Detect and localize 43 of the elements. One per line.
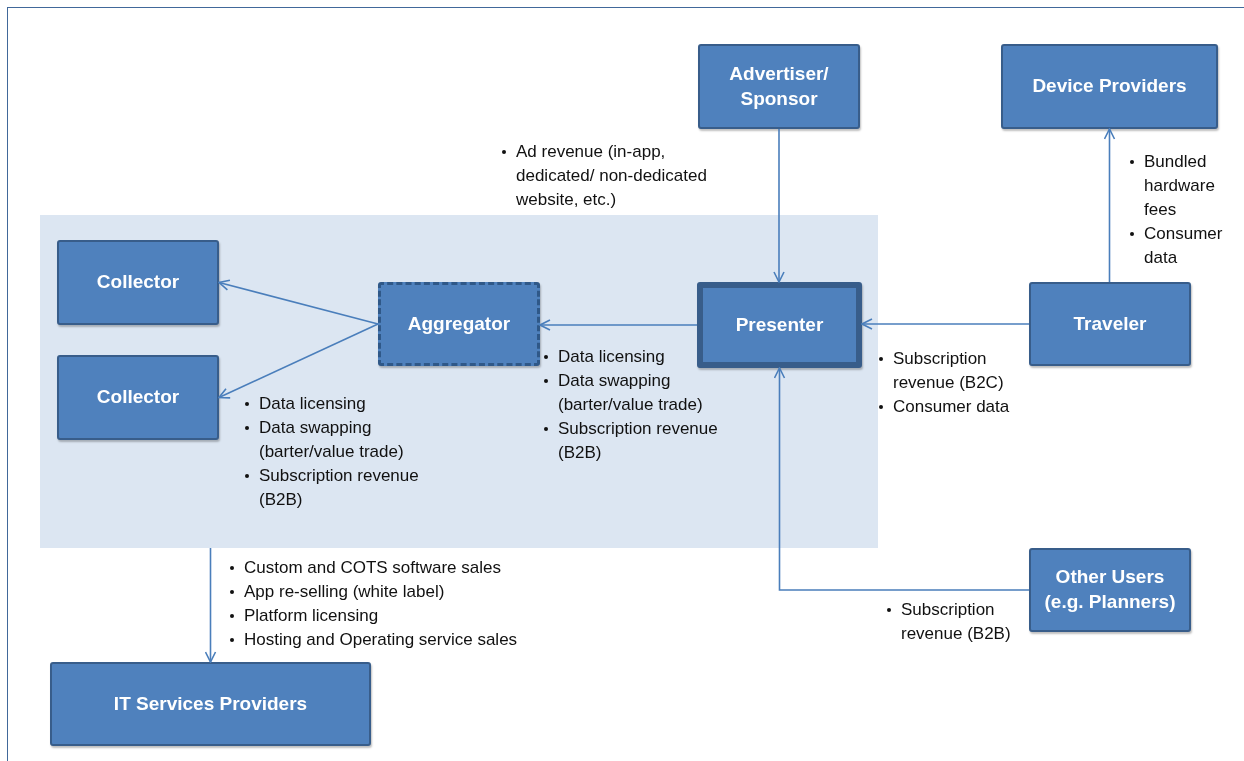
arrow (861, 318, 1030, 330)
bullet-text: Hosting and Operating service sales (244, 629, 519, 651)
bullet-text: Subscription revenue (B2C) (893, 348, 1005, 394)
process-box (697, 282, 862, 368)
node-label: Traveler (1073, 311, 1147, 336)
arrow (218, 279, 379, 325)
node-label: Aggregator (407, 311, 511, 336)
node-label: Presenter (735, 312, 824, 337)
process-box (57, 355, 219, 440)
node-label: IT Services Providers (113, 691, 308, 716)
bullet-text: Data swapping (barter/value trade) (259, 417, 405, 463)
group-region (40, 215, 878, 548)
bullet-text: Bundled hardware fees (1144, 151, 1216, 221)
arrow (773, 367, 1030, 591)
arrow (773, 128, 785, 283)
bullet-text: Custom and COTS software sales (244, 557, 502, 579)
bullet-text: Platform licensing (244, 605, 380, 627)
node-label: Collector (96, 270, 180, 295)
bullet-text: Ad revenue (in-app, dedicated/ non-dedicated website, etc.) (516, 141, 708, 211)
process-box (1029, 548, 1191, 632)
node-label: Other Users (e.g. Planners) (1043, 565, 1177, 614)
bullet-text: Data licensing (558, 346, 666, 368)
bullet-text: Subscription revenue (B2B) (901, 599, 1012, 645)
arrow (1103, 128, 1116, 283)
arrow (539, 319, 698, 331)
process-box (1001, 44, 1218, 129)
node-label: Device Providers (1032, 74, 1187, 99)
bullet-text: App re-selling (white label) (244, 581, 446, 603)
arrow (218, 323, 379, 399)
bullet-text: Consumer data (1144, 223, 1224, 269)
process-box (57, 240, 219, 325)
process-box (50, 662, 371, 746)
bullet-text: Data licensing (259, 393, 367, 415)
bullet-text: Data swapping (barter/value trade) (558, 370, 704, 416)
process-box (378, 282, 540, 366)
process-box (1029, 282, 1191, 366)
bullet-text: Consumer data (893, 396, 1011, 418)
node-label: Advertiser/ Sponsor (728, 61, 830, 111)
node-label: Collector (96, 385, 180, 410)
bullet-text: Subscription revenue (B2B) (259, 465, 420, 511)
arrow (204, 547, 217, 663)
bullet-text: Subscription revenue (B2B) (558, 418, 719, 464)
process-box (698, 44, 860, 129)
